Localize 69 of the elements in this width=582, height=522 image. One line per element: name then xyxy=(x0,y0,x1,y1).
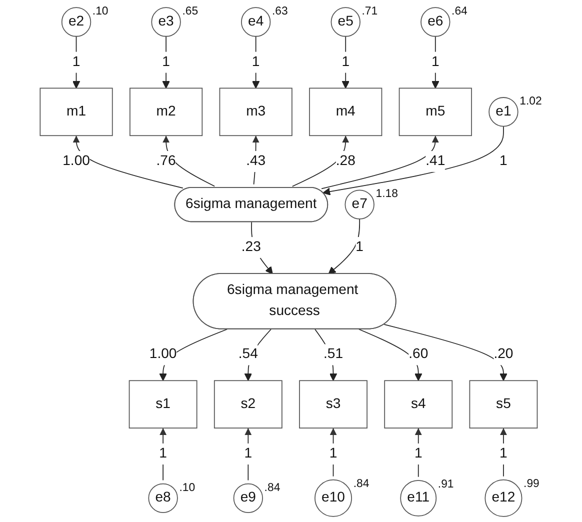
edge-label: .28 xyxy=(336,154,356,169)
edge-label: 1 xyxy=(356,240,364,255)
node-box: s3 xyxy=(299,380,368,428)
edge-label: .76 xyxy=(156,154,176,169)
arrow xyxy=(162,36,170,89)
edge-label: 1.00 xyxy=(149,346,177,362)
edge-label: .54 xyxy=(238,346,258,362)
node-circle: e3 xyxy=(151,7,181,37)
edge-label: 1 xyxy=(244,446,252,461)
node-circle: e11 xyxy=(400,480,437,516)
arrow xyxy=(162,135,216,187)
variance-value: .65 xyxy=(182,6,198,18)
edge-label: 1 xyxy=(162,54,170,70)
variance-value: .71 xyxy=(362,6,378,18)
variance-value: .84 xyxy=(353,478,370,490)
variance-value: .91 xyxy=(438,478,454,490)
edge-label: 1 xyxy=(329,446,338,461)
node-box: m1 xyxy=(40,88,113,136)
node-circle: e5 xyxy=(330,7,360,37)
variance-value: 1.02 xyxy=(520,96,542,108)
node-box: s2 xyxy=(214,380,282,428)
arrow xyxy=(321,135,439,190)
arrow xyxy=(358,328,422,381)
edge-label: .23 xyxy=(241,240,261,255)
edge-label: .41 xyxy=(426,154,446,169)
arrow xyxy=(252,36,260,89)
edge-label: 1 xyxy=(342,54,350,70)
edge-label: 1 xyxy=(159,446,167,461)
node-circle: e4 xyxy=(241,7,271,37)
arrow xyxy=(328,218,360,274)
edge-label: 1 xyxy=(72,54,80,70)
node-box: m5 xyxy=(398,88,472,136)
edge-label: 1 xyxy=(252,54,260,70)
node-box: s5 xyxy=(469,380,538,428)
edge-label: 1 xyxy=(414,446,422,461)
node-box: m2 xyxy=(130,88,203,136)
variance-value: 1.18 xyxy=(376,188,398,200)
variance-value: .10 xyxy=(179,482,196,494)
node-box: m3 xyxy=(219,88,292,136)
variance-value: .10 xyxy=(92,6,108,18)
variance-value: .64 xyxy=(452,6,468,18)
node-circle: e2 xyxy=(61,7,92,37)
arrow xyxy=(72,36,80,89)
edge-label: 1.00 xyxy=(62,154,90,169)
arrow xyxy=(322,126,504,196)
edge-label: .43 xyxy=(246,154,266,169)
edge-label: .20 xyxy=(494,346,514,362)
arrow xyxy=(251,222,273,274)
arrow xyxy=(384,324,508,381)
node-box: s4 xyxy=(384,380,453,428)
node-box: m4 xyxy=(309,88,382,136)
variance-value: .99 xyxy=(524,478,540,490)
arrow xyxy=(72,135,184,189)
node-circle: e7 xyxy=(344,190,374,220)
variance-value: .84 xyxy=(264,482,280,494)
node-box: s1 xyxy=(128,380,198,428)
arrow xyxy=(292,135,350,187)
edge-label: .51 xyxy=(323,346,344,362)
edge-label: 1 xyxy=(431,54,440,70)
node-circle: e8 xyxy=(148,483,178,514)
edge-label: 1 xyxy=(500,154,508,169)
node-circle: e10 xyxy=(314,479,352,517)
node-circle: e9 xyxy=(233,483,263,514)
variance-value: .63 xyxy=(272,6,288,18)
node-circle: e1 xyxy=(488,97,518,127)
edge-label: 1 xyxy=(500,446,508,461)
node-circle: e12 xyxy=(484,479,522,517)
edge-label: .60 xyxy=(408,346,428,362)
node-circle: e6 xyxy=(420,7,450,37)
